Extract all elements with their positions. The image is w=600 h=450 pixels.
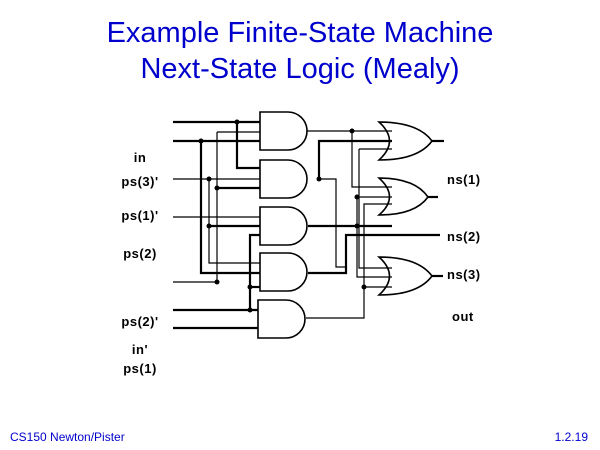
footer-slide-number: 1.2.19 bbox=[554, 430, 588, 444]
and-gate-4 bbox=[259, 252, 308, 292]
thin-wires bbox=[173, 130, 392, 319]
input-label-ps1-bar: ps(1)' bbox=[121, 208, 159, 223]
and-gate-2 bbox=[259, 159, 308, 199]
and-gate-3 bbox=[259, 206, 308, 246]
junction-dots bbox=[198, 119, 367, 313]
input-label-ps2-bar: ps(2)' bbox=[121, 314, 159, 329]
output-label-ns1: ns(1) bbox=[447, 172, 481, 187]
input-label-ps2: ps(2) bbox=[123, 246, 157, 261]
output-label-ns2: ns(2) bbox=[447, 229, 481, 244]
slide-title-line1: Example Finite-State Machine bbox=[106, 17, 494, 49]
or-gate-ns3 bbox=[376, 256, 433, 296]
input-label-in-bar: in' bbox=[131, 342, 149, 357]
output-label-out: out bbox=[452, 309, 474, 324]
and-gate-5 bbox=[257, 299, 306, 339]
slide-title-line2: Next-State Logic (Mealy) bbox=[140, 53, 460, 85]
input-label-ps1: ps(1) bbox=[123, 361, 157, 376]
footer-course: CS150 Newton/Pister bbox=[10, 430, 125, 444]
output-label-ns3: ns(3) bbox=[447, 267, 481, 282]
input-label-ps3-bar: ps(3)' bbox=[121, 174, 159, 189]
and-gate-1 bbox=[259, 111, 308, 151]
input-label-in: in bbox=[133, 150, 147, 165]
